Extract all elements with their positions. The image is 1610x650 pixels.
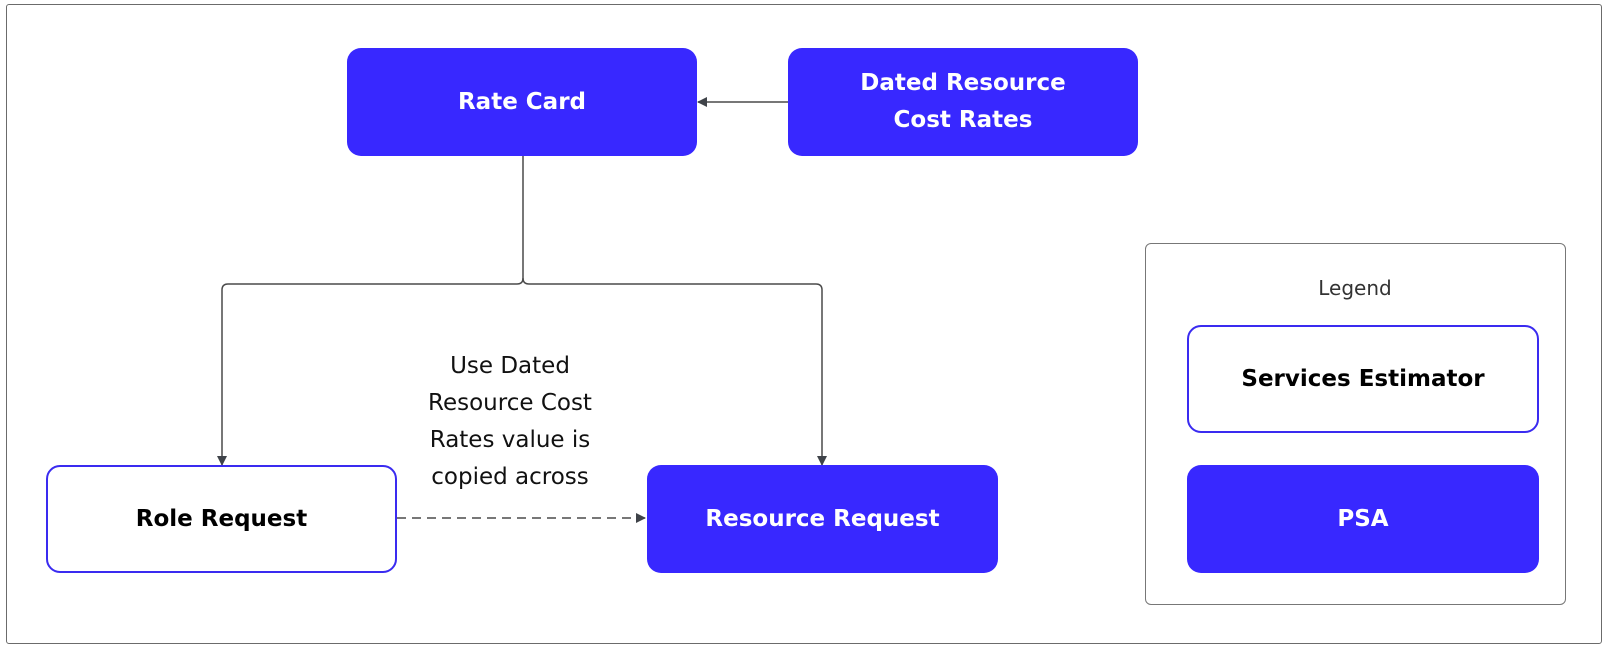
legend-services-estimator: Services Estimator bbox=[1187, 325, 1539, 433]
role-request-node[interactable]: Role Request bbox=[46, 465, 397, 573]
diagram-frame bbox=[6, 4, 1602, 644]
resource-request-label: Resource Request bbox=[705, 505, 940, 532]
legend-services-estimator-label: Services Estimator bbox=[1241, 365, 1485, 392]
dated-resource-cost-rates-label: Dated Resource Cost Rates bbox=[860, 70, 1066, 133]
arrow-rate-card-to-resource-request bbox=[522, 277, 827, 466]
legend-box bbox=[1145, 243, 1566, 605]
rate-card-label: Rate Card bbox=[457, 88, 587, 115]
dated-resource-cost-rates-node[interactable]: Dated Resource Cost Rates bbox=[788, 48, 1138, 156]
role-request-label: Role Request bbox=[135, 505, 308, 532]
resource-request-node[interactable]: Resource Request bbox=[647, 465, 998, 573]
rate-card-node[interactable]: Rate Card bbox=[347, 48, 697, 156]
legend-title: Legend bbox=[1318, 276, 1392, 300]
copy-note: Use Dated Resource Cost Rates value is c… bbox=[428, 353, 592, 490]
legend-psa: PSA bbox=[1187, 465, 1539, 573]
legend-psa-label: PSA bbox=[1337, 505, 1389, 532]
